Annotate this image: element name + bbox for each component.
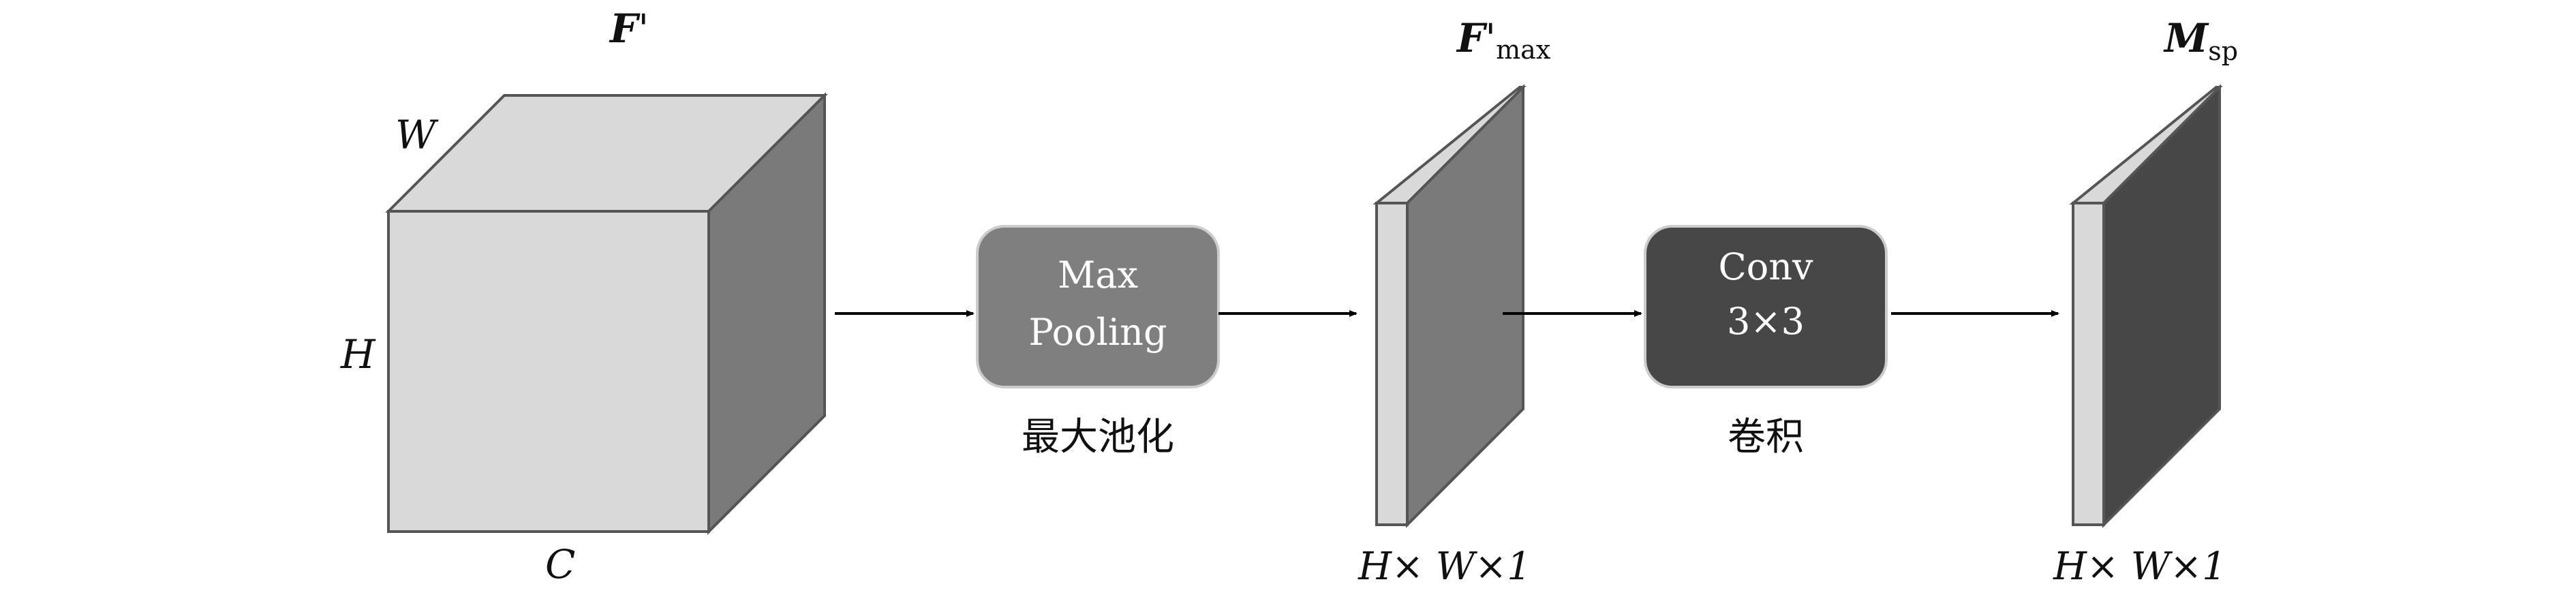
width-label: W xyxy=(395,112,439,158)
height-label: H xyxy=(340,331,376,378)
pooled-map-front-face xyxy=(1375,202,1409,526)
conv-line2: 3×3 xyxy=(1727,300,1805,343)
max-pooling-block: Max Pooling xyxy=(976,225,1220,388)
pooled-map-title: F'max xyxy=(1456,15,1550,65)
cube-front-face xyxy=(387,210,710,533)
output-map-dims: H× W×1 xyxy=(2053,545,2226,589)
conv-caption: 卷积 xyxy=(1728,415,1804,459)
pooled-map-dims: H× W×1 xyxy=(1358,545,1531,589)
input-feature-cube xyxy=(385,92,828,535)
max-pooling-line2: Pooling xyxy=(1028,311,1167,354)
conv-box xyxy=(1644,225,1888,388)
output-map-title: Msp xyxy=(2163,15,2238,66)
input-title: F' xyxy=(609,5,649,52)
max-pooling-caption: 最大池化 xyxy=(1022,415,1174,459)
pooled-feature-map xyxy=(1373,84,1527,528)
max-pooling-box xyxy=(976,225,1220,388)
conv-line1: Conv xyxy=(1718,245,1813,288)
output-map-side-face xyxy=(2102,84,2221,528)
max-pooling-line1: Max xyxy=(1058,254,1138,296)
output-map-front-face xyxy=(2072,202,2105,526)
channel-label: C xyxy=(545,541,575,587)
output-spatial-map xyxy=(2069,84,2223,528)
pooled-map-side-face xyxy=(1406,84,1524,528)
conv-block: Conv 3×3 xyxy=(1644,225,1888,388)
